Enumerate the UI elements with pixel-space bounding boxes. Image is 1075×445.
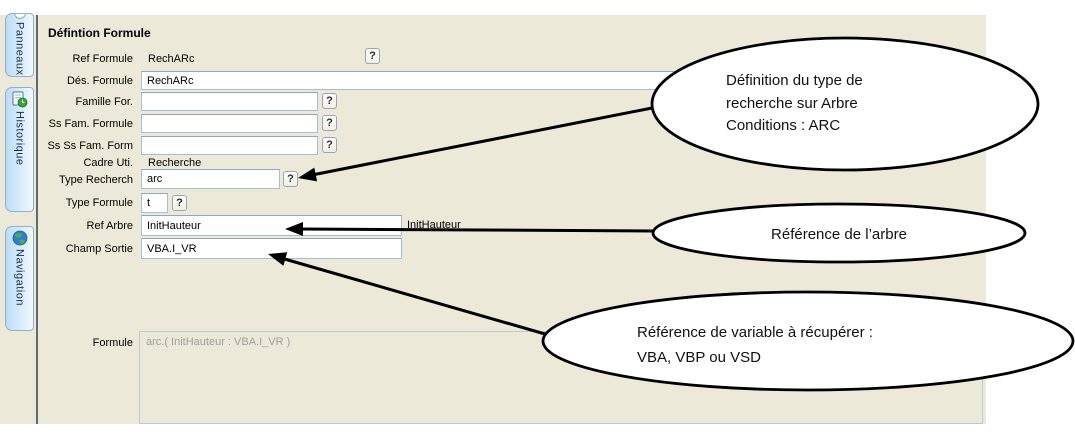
ss-ss-fam-form-input[interactable] bbox=[141, 136, 318, 155]
type-recherch-input[interactable] bbox=[141, 169, 280, 189]
ss-fam-formule-label: Ss Fam. Formule bbox=[48, 118, 133, 130]
sidebar-tab-panneaux[interactable]: Panneaux bbox=[5, 13, 34, 77]
ref-formule-value: RechARc bbox=[148, 53, 195, 65]
sidebar-tab-label: Historique bbox=[13, 111, 26, 166]
ss-ss-fam-form-label: Ss Ss Fam. Form bbox=[47, 140, 133, 152]
sidebar-tab-label: Panneaux bbox=[13, 22, 26, 76]
cadre-uti-label: Cadre Uti. bbox=[83, 157, 133, 169]
sidebar-tab-label: Navigation bbox=[13, 249, 26, 306]
ss-ss-fam-form-help-button[interactable]: ? bbox=[322, 137, 337, 153]
des-formule-label: Dés. Formule bbox=[66, 75, 133, 87]
type-formule-help-button[interactable]: ? bbox=[172, 195, 187, 211]
sidebar-separator bbox=[36, 15, 38, 424]
type-recherch-label: Type Recherch bbox=[59, 174, 133, 186]
type-formule-input[interactable] bbox=[141, 193, 168, 213]
ss-fam-formule-help-button[interactable]: ? bbox=[322, 115, 337, 131]
des-formule-input[interactable] bbox=[141, 71, 983, 90]
panel-icon bbox=[13, 14, 26, 19]
ref-arbre-echo: InitHauteur bbox=[407, 219, 461, 231]
famille-for-help-button[interactable]: ? bbox=[322, 93, 337, 109]
globe-icon bbox=[12, 230, 27, 246]
history-icon bbox=[12, 91, 28, 108]
ref-arbre-label: Ref Arbre bbox=[86, 220, 133, 232]
cadre-uti-value: Recherche bbox=[148, 157, 202, 169]
form-title: Défintion Formule bbox=[48, 26, 151, 40]
type-recherch-help-button[interactable]: ? bbox=[283, 171, 298, 187]
famille-for-label: Famille For. bbox=[75, 96, 133, 108]
ref-formule-help-button[interactable]: ? bbox=[365, 48, 380, 64]
sidebar-tab-historique[interactable]: Historique bbox=[5, 87, 34, 212]
formule-textarea[interactable]: arc.( InitHauteur : VBA.I_VR ) bbox=[139, 331, 983, 424]
ref-arbre-input[interactable] bbox=[141, 215, 402, 236]
type-formule-label: Type Formule bbox=[65, 197, 133, 209]
formule-label: Formule bbox=[92, 337, 133, 349]
ref-formule-label: Ref Formule bbox=[72, 53, 133, 65]
ss-fam-formule-input[interactable] bbox=[141, 114, 318, 133]
sidebar-tab-navigation[interactable]: Navigation bbox=[5, 226, 34, 331]
famille-for-input[interactable] bbox=[141, 92, 318, 111]
champ-sortie-input[interactable] bbox=[141, 238, 402, 259]
champ-sortie-label: Champ Sortie bbox=[65, 243, 133, 255]
